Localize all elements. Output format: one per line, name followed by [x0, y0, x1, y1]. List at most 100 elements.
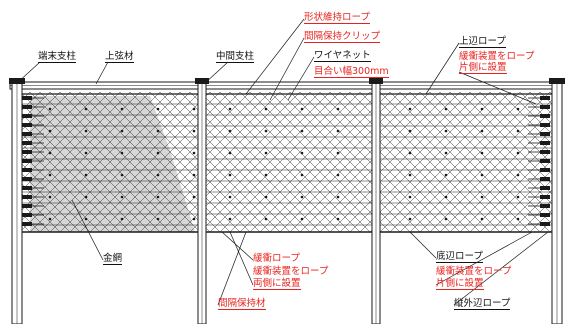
label-wire-net: ワイヤネット — [314, 50, 371, 62]
spacing-clip — [300, 217, 304, 221]
leader-line — [203, 61, 229, 85]
spacing-clip — [192, 195, 196, 199]
net-strand — [22, 92, 141, 211]
spacing-clip — [300, 195, 304, 199]
spacing-clip — [300, 173, 304, 177]
leader-line — [425, 42, 460, 95]
label-mesh-width: 目合い幅300mm — [314, 66, 389, 78]
spacing-clip — [480, 173, 484, 177]
buffer-device — [540, 96, 550, 100]
spacing-clip — [516, 151, 520, 155]
net-strand — [22, 193, 61, 232]
spacing-clip — [336, 217, 340, 221]
leader-line — [435, 231, 533, 286]
net-strand — [499, 92, 552, 145]
spacing-clip — [444, 195, 448, 199]
net-strand — [279, 92, 421, 232]
spacing-clip — [120, 195, 124, 199]
leader-line — [269, 37, 305, 101]
end-post-left-cap — [9, 78, 25, 84]
spacing-clip — [48, 195, 52, 199]
buffer-device — [540, 177, 550, 181]
net-strand — [239, 92, 381, 232]
net-strand — [499, 179, 552, 232]
spacing-clip — [192, 217, 196, 221]
spacing-clip — [156, 195, 160, 199]
net-strand — [22, 92, 131, 201]
net-strand — [22, 92, 161, 231]
net-strand — [22, 92, 81, 151]
label-spacing-clip: 間隔保持クリップ — [304, 31, 381, 43]
buffer-device — [22, 96, 32, 100]
buffer-device — [540, 213, 550, 217]
spacing-clip — [48, 217, 52, 221]
label-middle-post: 中間支柱 — [216, 51, 255, 63]
label-bottom-note-1: 緩衝装置をロープ — [436, 266, 512, 277]
spacing-clip — [48, 151, 52, 155]
leader-line — [71, 199, 104, 261]
net-strand — [269, 92, 411, 232]
label-top-chord: 上弦材 — [105, 51, 134, 63]
net-strand — [22, 92, 71, 141]
spacing-clip — [480, 151, 484, 155]
net-strand — [22, 173, 81, 232]
net-strand — [409, 92, 551, 232]
net-strand — [519, 199, 552, 232]
spacing-clip — [444, 107, 448, 111]
buffer-device — [22, 141, 32, 145]
net-strand — [419, 99, 552, 232]
spacing-clip — [408, 217, 412, 221]
spacing-clip — [444, 129, 448, 133]
net-strand — [79, 92, 221, 232]
leader-line — [15, 61, 41, 85]
spacing-clip — [444, 217, 448, 221]
label-buffer-rope: 緩衝ロープ — [253, 253, 300, 264]
spacing-clip — [120, 151, 124, 155]
spacing-clip — [192, 173, 196, 177]
spacing-clip — [336, 173, 340, 177]
label-vertical-outer-rope: 縦外辺ロープ — [454, 298, 511, 310]
net-strand — [149, 92, 291, 232]
buffer-device — [22, 204, 32, 208]
buffer-device — [540, 168, 550, 172]
spacing-clip — [408, 129, 412, 133]
net-strand — [59, 92, 201, 232]
spacing-clip — [120, 107, 124, 111]
label-bottom-note-2: 片側に設置 — [436, 278, 484, 290]
spacing-clip — [120, 129, 124, 133]
buffer-device — [540, 186, 550, 190]
net-strand — [22, 92, 121, 191]
spacing-clip — [516, 195, 520, 199]
net-strand — [249, 92, 391, 232]
spacing-clip — [408, 195, 412, 199]
buffer-device — [22, 195, 32, 199]
spacing-clip — [84, 151, 88, 155]
buffer-device — [540, 150, 550, 154]
label-bottom-rope: 底辺ロープ — [436, 251, 483, 263]
spacing-clip — [228, 173, 232, 177]
buffer-device — [540, 105, 550, 109]
net-strand — [39, 92, 181, 232]
net-strand — [219, 92, 361, 232]
leader-line — [245, 18, 305, 95]
spacing-clip — [300, 129, 304, 133]
net-strand — [379, 92, 521, 232]
buffer-device — [22, 159, 32, 163]
net-strand — [319, 92, 461, 232]
spacing-clip — [480, 217, 484, 221]
spacing-clip — [228, 151, 232, 155]
label-top-rope: 上辺ロープ — [459, 36, 506, 48]
fence-frame — [9, 78, 565, 324]
leader-line — [95, 61, 109, 85]
leader-lines — [15, 18, 549, 306]
spacing-clip — [228, 217, 232, 221]
spacing-clip — [84, 217, 88, 221]
spacing-clip — [516, 129, 520, 133]
leader-line — [458, 71, 537, 105]
spacing-clip — [480, 107, 484, 111]
buffer-device — [22, 132, 32, 136]
spacing-clip — [120, 217, 124, 221]
buffer-device — [540, 141, 550, 145]
label-shape-keep-rope: 形状維持ロープ — [304, 12, 370, 24]
spacing-clip — [84, 129, 88, 133]
